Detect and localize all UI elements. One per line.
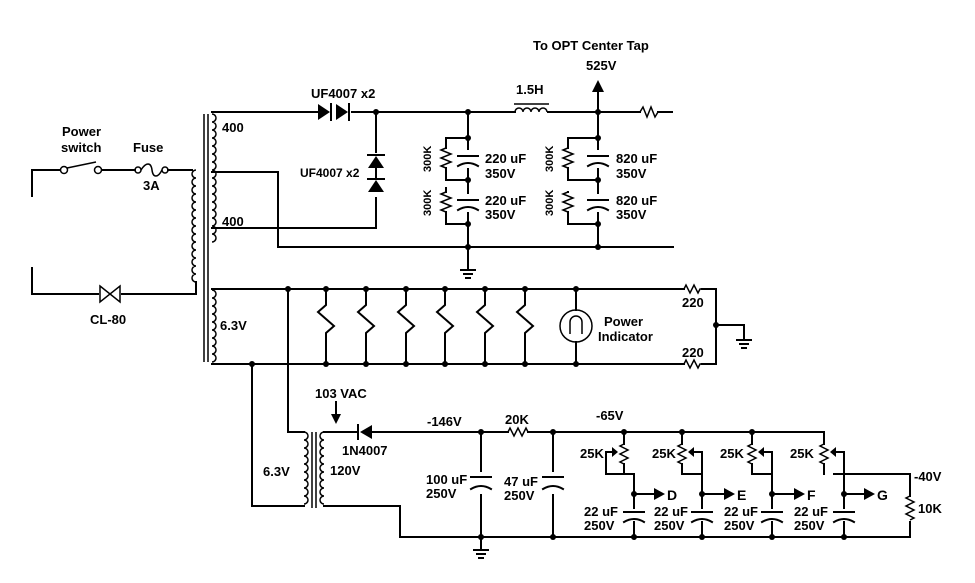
v-neg65-label: -65V: [596, 408, 624, 423]
hum-balance-resistors: [683, 283, 702, 370]
mains-input: [31, 161, 197, 304]
bias-f-label: F: [807, 487, 816, 503]
fuse-3a: [134, 163, 169, 177]
bias-e-label: E: [737, 487, 746, 503]
r10k-label: 10K: [918, 501, 942, 516]
pot2-label: 25K: [652, 446, 676, 461]
c47-voltage: 250V: [504, 488, 535, 503]
rectifier-top-label: UF4007 x2: [311, 86, 375, 101]
hv-ground-symbol: [460, 269, 476, 279]
bias-heater-label: 6.3V: [263, 464, 290, 479]
c-bias2-value: 22 uF: [654, 504, 688, 519]
r20k-label: 20K: [505, 412, 529, 427]
cap2-voltage: 350V: [485, 207, 516, 222]
resistor-10k: [904, 495, 916, 521]
power-switch-label-2: switch: [61, 140, 102, 155]
power-indicator-lamp: [559, 309, 593, 343]
c-bias4-voltage: 250V: [794, 518, 825, 533]
hum-resistor-top-label: 220: [682, 295, 704, 310]
cap3-voltage: 350V: [616, 166, 647, 181]
bleeder-label-4: 300K: [544, 190, 556, 216]
filter-capacitors: [455, 150, 611, 212]
v-neg40-label: -40V: [914, 469, 942, 484]
bias-channel-g: [818, 431, 875, 538]
b-plus-arrow: [592, 80, 604, 92]
bias-d-label: D: [667, 487, 677, 503]
c-bias1-voltage: 250V: [584, 518, 615, 533]
hv-junction-dots: [373, 109, 601, 250]
thermistor-cl80: [99, 284, 121, 304]
bleeder-resistors: [438, 147, 576, 213]
pot4-label: 25K: [790, 446, 814, 461]
bias-tap-arrow: [331, 401, 341, 424]
bias-g-label: G: [877, 487, 888, 503]
cap1-voltage: 350V: [485, 166, 516, 181]
c47-value: 47 uF: [504, 474, 538, 489]
c-bias3-voltage: 250V: [724, 518, 755, 533]
main-transformer: [191, 113, 217, 363]
bleeder-label-3: 300K: [544, 146, 556, 172]
fuse-rating-label: 3A: [143, 178, 160, 193]
opt-note-label: To OPT Center Tap: [533, 38, 649, 53]
bias-diode-label: 1N4007: [342, 443, 388, 458]
bias-filter-capacitors: [468, 472, 566, 494]
heater-winding-label: 6.3V: [220, 318, 247, 333]
heater-wiring: [211, 288, 745, 365]
rectifier-diodes-bottom: [367, 154, 385, 192]
rectifier-diodes-top: [318, 103, 350, 121]
fuse-label: Fuse: [133, 140, 163, 155]
b-plus-label: 525V: [586, 58, 617, 73]
bias-diode-1n4007: [357, 424, 372, 440]
c-bias4-value: 22 uF: [794, 504, 828, 519]
thermistor-label: CL-80: [90, 312, 126, 327]
c100-value: 100 uF: [426, 472, 467, 487]
heater-ground-symbol: [736, 339, 752, 349]
c-bias3-value: 22 uF: [724, 504, 758, 519]
cap1-value: 220 uF: [485, 151, 526, 166]
v-neg146-label: -146V: [427, 414, 462, 429]
choke-label: 1.5H: [516, 82, 543, 97]
hv-winding-top-label: 400: [222, 120, 244, 135]
cap4-voltage: 350V: [616, 207, 647, 222]
power-switch-label-1: Power: [62, 124, 101, 139]
hv-winding-bottom-label: 400: [222, 214, 244, 229]
indicator-label-1: Power: [604, 314, 643, 329]
hv-supply-wiring: [211, 89, 674, 271]
resistor-20k: [507, 426, 529, 438]
output-resistor: [639, 104, 659, 120]
c-bias2-voltage: 250V: [654, 518, 685, 533]
bleeder-label-1: 300K: [422, 146, 434, 172]
c-bias1-value: 22 uF: [584, 504, 618, 519]
bias-junction-dots: [478, 429, 847, 540]
choke-1-5h: [514, 103, 549, 113]
indicator-label-2: Indicator: [598, 329, 653, 344]
rectifier-bottom-label: UF4007 x2: [300, 166, 360, 180]
cap3-value: 820 uF: [616, 151, 657, 166]
bias-wiring: [323, 431, 911, 551]
bias-tap-label: 103 VAC: [315, 386, 367, 401]
bias-main-label: 120V: [330, 463, 361, 478]
pot1-label: 25K: [580, 446, 604, 461]
pot3-label: 25K: [720, 446, 744, 461]
c100-voltage: 250V: [426, 486, 457, 501]
power-switch: [59, 161, 103, 175]
hum-resistor-bottom-label: 220: [682, 345, 704, 360]
heater-filaments: [316, 288, 535, 365]
bias-ground-symbol: [473, 549, 489, 559]
cap4-value: 820 uF: [616, 193, 657, 208]
bleeder-label-2: 300K: [422, 190, 434, 216]
cap2-value: 220 uF: [485, 193, 526, 208]
bias-transformer: [251, 288, 325, 508]
